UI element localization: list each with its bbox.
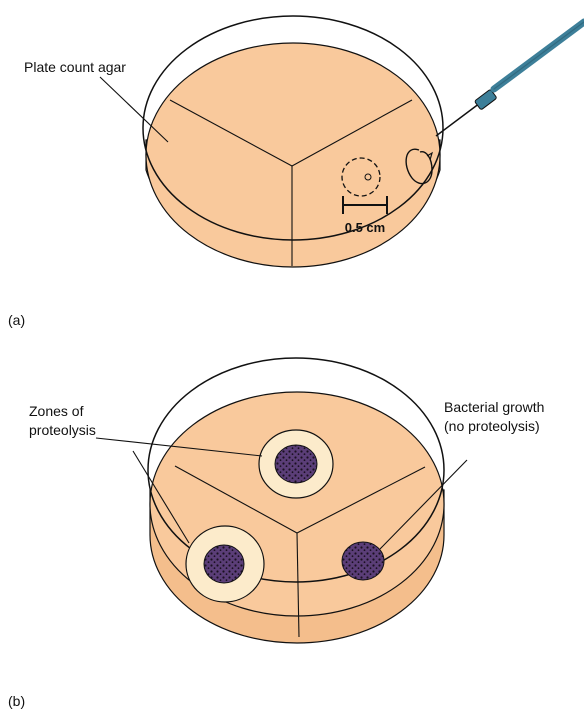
zones-label-line1: Zones of — [29, 403, 84, 419]
panel-b-label: (b) — [8, 693, 25, 709]
growth-label-line2: (no proteolysis) — [444, 418, 540, 434]
measurement-label: 0.5 cm — [345, 220, 385, 235]
non-proteolytic-colony — [342, 542, 384, 580]
plate-a-agar-surface — [146, 43, 440, 267]
proteolysis-colony-top — [259, 430, 333, 498]
growth-label-line1: Bacterial growth — [444, 399, 544, 415]
panel-a-label: (a) — [8, 312, 25, 328]
agar-label-leader — [100, 77, 168, 142]
proteolysis-colony-left — [186, 526, 264, 602]
panel-b: Zones of proteolysis Bacterial growth (n… — [8, 358, 544, 709]
panel-a: 0.5 cm Plate count agar (a) — [8, 16, 584, 328]
agar-label: Plate count agar — [24, 59, 126, 75]
zones-label-line2: proteolysis — [29, 422, 96, 438]
cork-borer-icon — [436, 22, 584, 136]
